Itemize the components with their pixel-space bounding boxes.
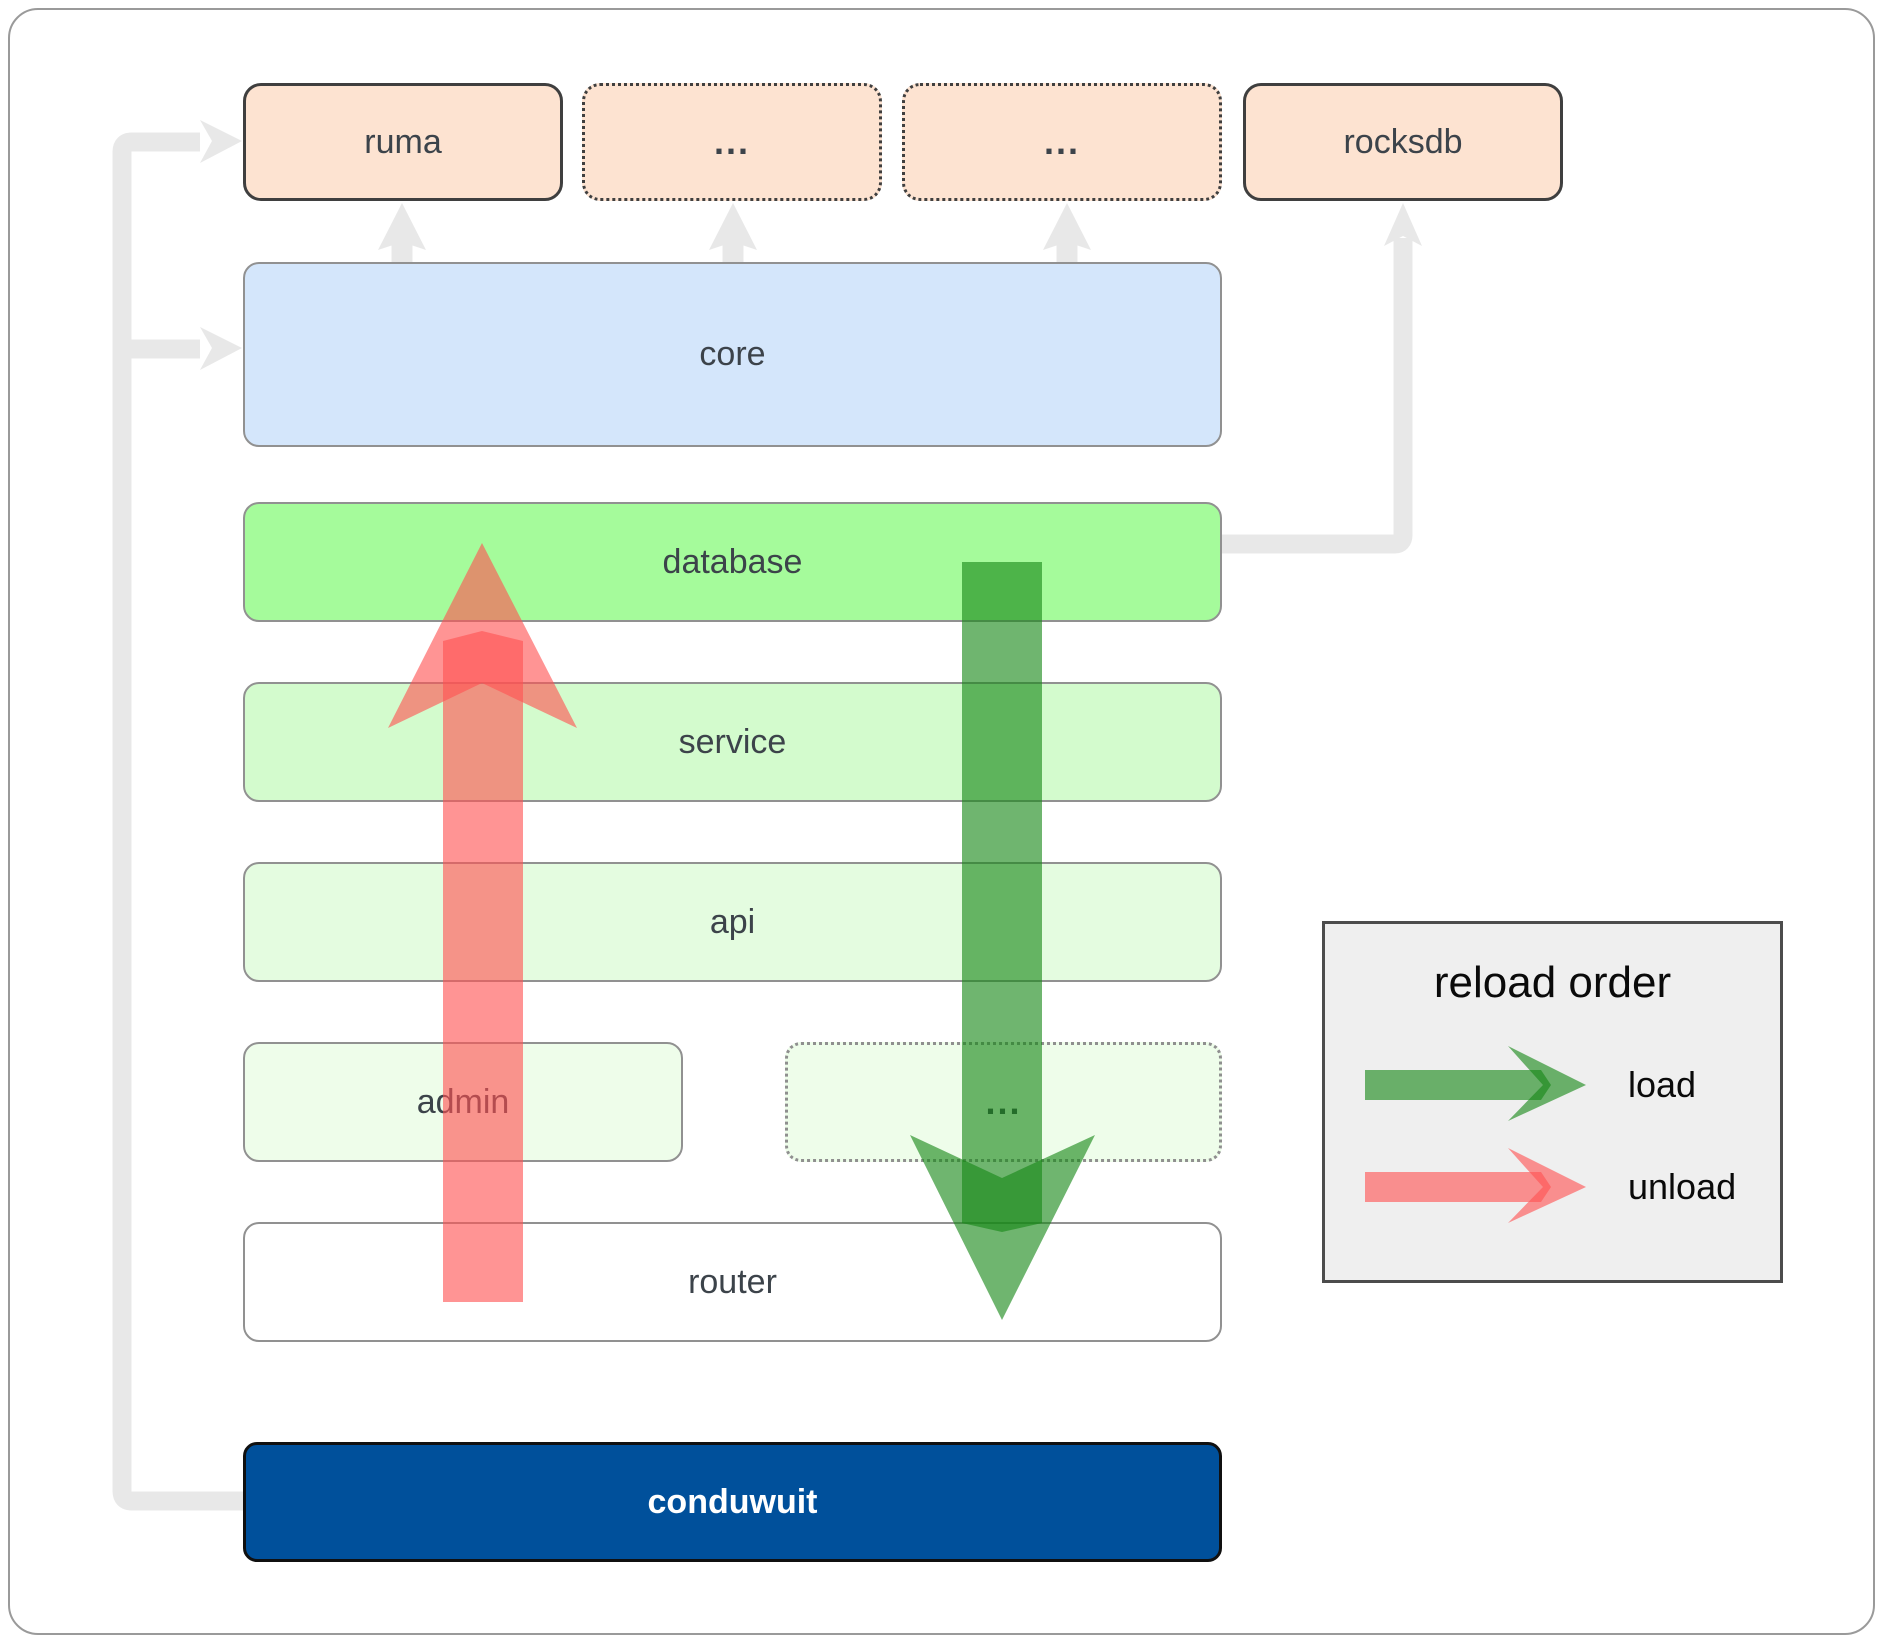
- node-ellipsis-b: ...: [902, 83, 1222, 201]
- node-database-label: database: [662, 542, 803, 581]
- node-conduwuit-label: conduwuit: [647, 1482, 818, 1521]
- node-api: api: [243, 862, 1222, 982]
- node-router-label: router: [688, 1262, 777, 1301]
- legend-row-unload: unload: [1365, 1148, 1736, 1226]
- node-ellipsis-a: ...: [582, 83, 882, 201]
- node-admin: admin: [243, 1042, 683, 1162]
- legend: reload order load unload: [1322, 921, 1783, 1283]
- legend-unload-label: unload: [1628, 1166, 1737, 1207]
- node-rocksdb-label: rocksdb: [1343, 122, 1463, 161]
- diagram-outer-frame: [8, 8, 1875, 1635]
- node-core: core: [243, 262, 1222, 447]
- node-core-label: core: [699, 335, 766, 373]
- node-conduwuit: conduwuit: [243, 1442, 1222, 1562]
- node-ruma-label: ruma: [364, 122, 442, 161]
- node-database: database: [243, 502, 1222, 622]
- node-ruma: ruma: [243, 83, 563, 201]
- node-admin-ellipsis-label: ...: [985, 1081, 1022, 1122]
- node-router: router: [243, 1222, 1222, 1342]
- node-admin-ellipsis: ...: [785, 1042, 1222, 1162]
- unload-legend-arrow-icon: [1365, 1148, 1586, 1223]
- legend-load-label: load: [1628, 1064, 1697, 1105]
- node-ellipsis-a-label: ...: [713, 121, 750, 162]
- load-legend-arrow-icon: [1365, 1046, 1586, 1121]
- node-api-label: api: [709, 902, 756, 941]
- legend-row-load: load: [1365, 1046, 1696, 1124]
- node-service: service: [243, 682, 1222, 802]
- node-ellipsis-b-label: ...: [1043, 121, 1080, 162]
- node-admin-label: admin: [416, 1082, 510, 1121]
- node-rocksdb: rocksdb: [1243, 83, 1563, 201]
- node-service-label: service: [678, 722, 787, 761]
- legend-title: reload order: [1433, 958, 1672, 1007]
